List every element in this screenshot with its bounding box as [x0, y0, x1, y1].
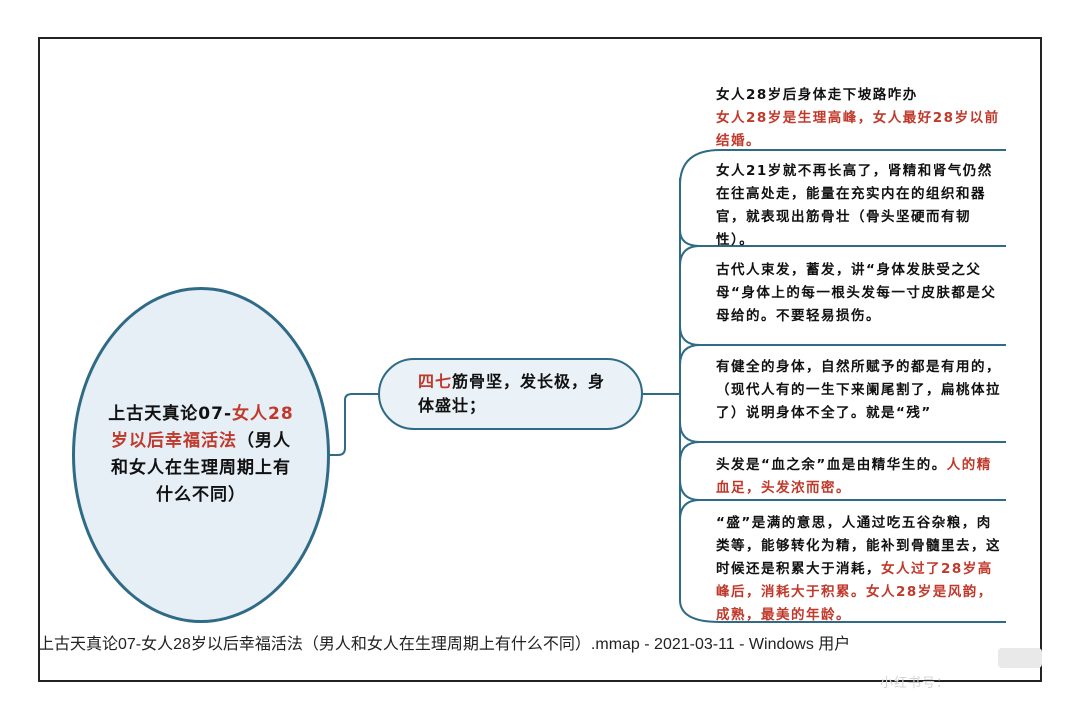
leaf-node-2[interactable]: 女人21岁就不再长高了，肾精和肾气仍然在往高处走，能量在充实内在的组织和器官，就…: [716, 160, 1006, 252]
mid-node[interactable]: 四七筋骨坚，发长极，身体盛壮；: [378, 358, 643, 430]
root-title-suffix: （男人和女人在生理周期上有什么不同）: [111, 431, 291, 505]
branch-6: [679, 499, 1006, 623]
branch-4: [679, 344, 1006, 443]
leaf-4-text: 有健全的身体，自然所赋予的都是有用的，（现代人有的一生下来阑尾割了，扁桃体拉了）…: [716, 359, 1001, 421]
branch-1: [679, 149, 1006, 247]
leaf-6-red-text: 女人过了28岁高峰后，消耗大于积累。女人28岁是风韵，成熟，最美的年龄。: [716, 561, 993, 623]
leaf-node-5[interactable]: 头发是“血之余”血是由精华生的。人的精血足，头发浓而密。: [716, 454, 1006, 500]
mid-highlight: 四七: [418, 372, 453, 391]
file-caption: 上古天真论07-女人28岁以后幸福活法（男人和女人在生理周期上有什么不同）.mm…: [38, 636, 851, 653]
leaf-6-text: “盛”是满的意思，人通过吃五谷杂粮，肉类等，能够转化为精，能补到骨髓里去，这时候…: [716, 515, 1001, 577]
branch-5: [679, 441, 1006, 501]
watermark-text: 小红书号：: [880, 676, 951, 691]
leaf-1-text: 女人28岁后身体走下坡路咋办: [716, 87, 918, 103]
watermark-logo: [998, 648, 1042, 668]
link-root-mid: [330, 393, 378, 456]
root-title-highlight: 女人28岁以后幸福活法: [111, 404, 294, 451]
mid-node-text: 四七筋骨坚，发长极，身体盛壮；: [418, 370, 621, 418]
root-title-prefix: 上古天真论07-: [108, 404, 233, 424]
leaf-3-text: 古代人束发，蓄发，讲“身体发肤受之父母“身体上的每一根头发每一寸皮肤都是父母给的…: [716, 262, 997, 324]
leaf-2-text: 女人21岁就不再长高了，肾精和肾气仍然在往高处走，能量在充实内在的组织和器官，就…: [716, 163, 993, 248]
leaf-node-4[interactable]: 有健全的身体，自然所赋予的都是有用的，（现代人有的一生下来阑尾割了，扁桃体拉了）…: [716, 356, 1006, 425]
leaf-5-text: 头发是“血之余”血是由精华生的。: [716, 457, 947, 473]
leaf-node-1[interactable]: 女人28岁后身体走下坡路咋办 女人28岁是生理高峰，女人最好28岁以前结婚。: [716, 84, 1006, 153]
mid-text: 筋骨坚，发长极，身体盛壮；: [418, 372, 606, 415]
leaf-5-red-text: 人的精血足，头发浓而密。: [716, 457, 992, 496]
leaf-1-red-text: 女人28岁是生理高峰，女人最好28岁以前结婚。: [716, 110, 1000, 149]
branch-3: [679, 245, 1006, 346]
root-node[interactable]: 上古天真论07-女人28岁以后幸福活法（男人和女人在生理周期上有什么不同）: [72, 287, 330, 623]
root-node-text: 上古天真论07-女人28岁以后幸福活法（男人和女人在生理周期上有什么不同）: [106, 401, 296, 509]
leaf-node-6[interactable]: “盛”是满的意思，人通过吃五谷杂粮，肉类等，能够转化为精，能补到骨髓里去，这时候…: [716, 512, 1006, 627]
leaf-node-3[interactable]: 古代人束发，蓄发，讲“身体发肤受之父母“身体上的每一根头发每一寸皮肤都是父母给的…: [716, 259, 1006, 328]
